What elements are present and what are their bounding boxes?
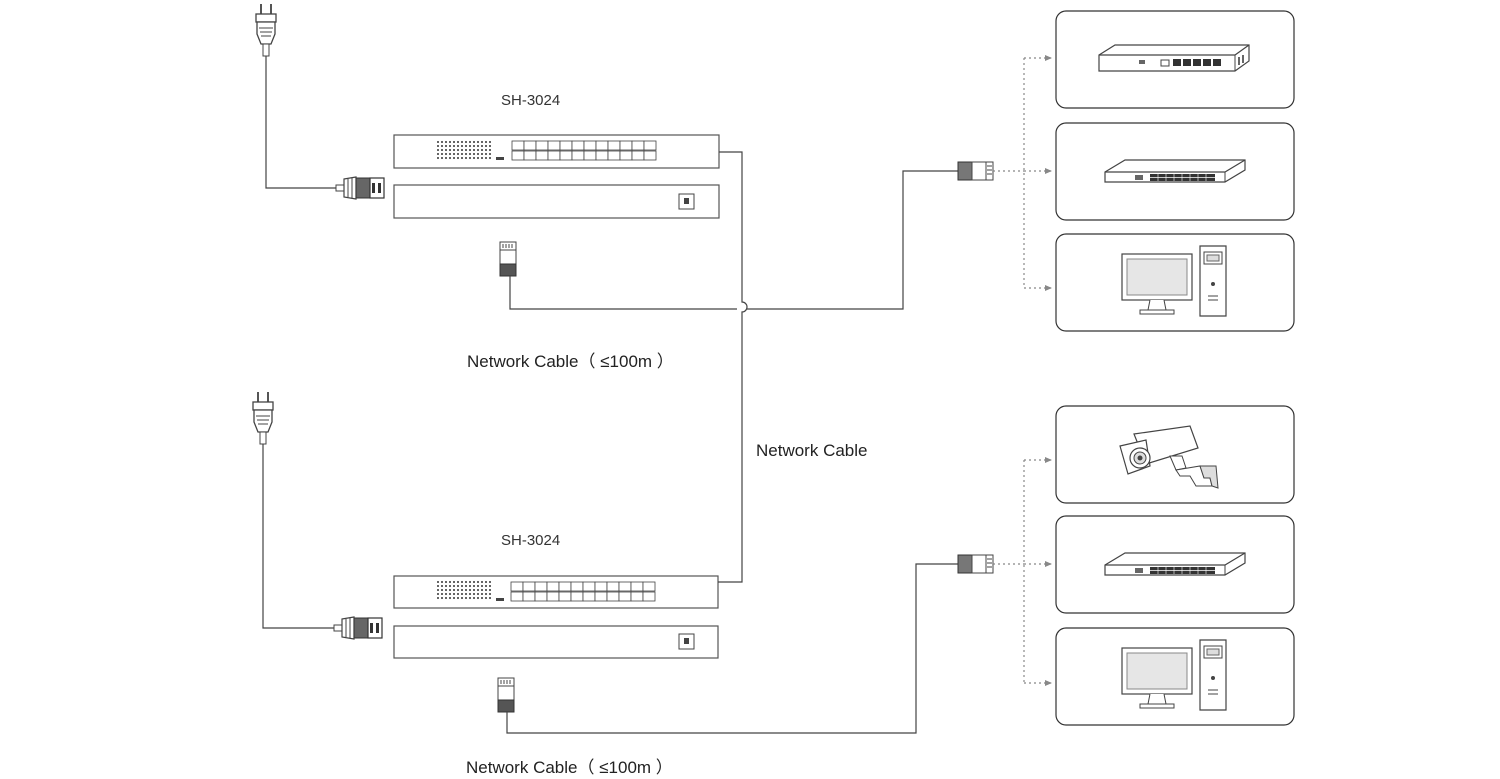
rj45-connector-icon [957,161,994,181]
switch-unit-top [255,3,720,277]
device-box-computer [1055,233,1295,332]
poe-switch-icon [1098,44,1250,72]
device-box-switch [1055,515,1295,614]
cascade-cable-label: Network Cable [756,441,868,460]
power-connector-icon [335,176,385,200]
uplink-cable-label-top: Network Cable（ ≤100m ） [467,352,674,371]
switch-rear-panel [393,184,720,219]
rj45-connector-icon [497,677,515,713]
rj45-connector-icon [499,241,517,277]
device-box-switch [1055,122,1295,221]
uplink-cable-line-bottom [506,563,958,734]
switch-icon [1104,159,1246,183]
switch-icon [1104,552,1246,576]
power-plug-icon [252,391,274,445]
rj45-connector-icon [957,554,994,574]
uplink-cable-label-bottom: Network Cable（ ≤100m ） [466,758,673,777]
distribution-lines-bottom [993,457,1052,686]
switch-model-label-bottom: SH-3024 [501,532,561,549]
switch-model-label-top: SH-3024 [501,92,561,109]
switch-rear-panel [393,625,719,659]
cascade-cable-line [718,151,748,583]
device-box-poe-switch [1055,10,1295,109]
power-plug-icon [255,3,277,57]
uplink-cable-line-top [509,170,958,310]
device-box-computer [1055,627,1295,726]
distribution-lines-top [993,55,1052,291]
power-connector-icon [333,616,383,640]
device-box-camera [1055,405,1295,504]
switch-unit-bottom [252,391,719,713]
